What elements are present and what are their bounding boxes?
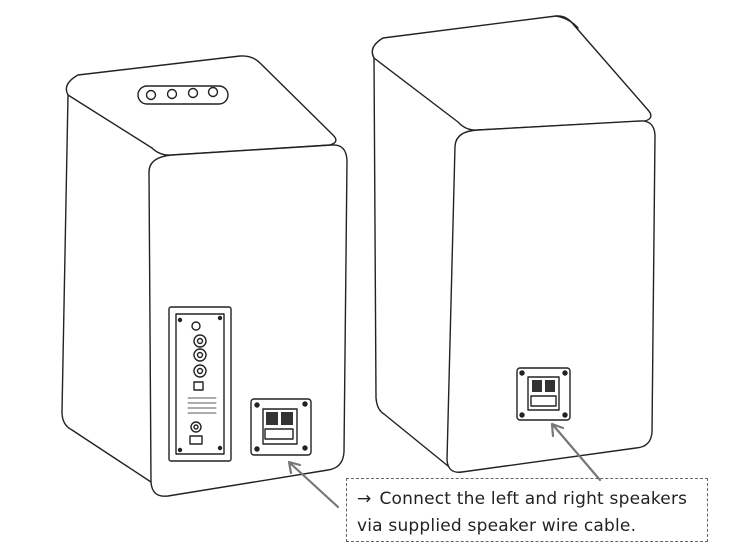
left-speaker-terminal [250, 398, 312, 456]
caption-text-1: Connect the left and right speakers [379, 489, 688, 509]
left-speaker-side [61, 94, 155, 485]
caption-line-1: → Connect the left and right speakers [357, 489, 687, 509]
right-speaker-front [446, 120, 656, 473]
instruction-caption-box: → Connect the left and right speakers via… [346, 478, 708, 542]
pointer-arrows [287, 422, 602, 509]
right-speaker [371, 15, 656, 473]
top-control-buttons [137, 85, 229, 105]
arrow-right-icon: → [357, 489, 372, 509]
right-speaker-top [371, 15, 652, 131]
arrow-to-right-terminal [551, 423, 602, 482]
arrow-to-left-terminal [288, 461, 340, 509]
input-panel [168, 306, 232, 462]
caption-line-2: via supplied speaker wire cable. [357, 516, 637, 536]
right-speaker-side [373, 57, 449, 467]
left-speaker-top [65, 55, 337, 156]
left-speaker [61, 55, 348, 497]
right-speaker-terminal [516, 367, 571, 421]
